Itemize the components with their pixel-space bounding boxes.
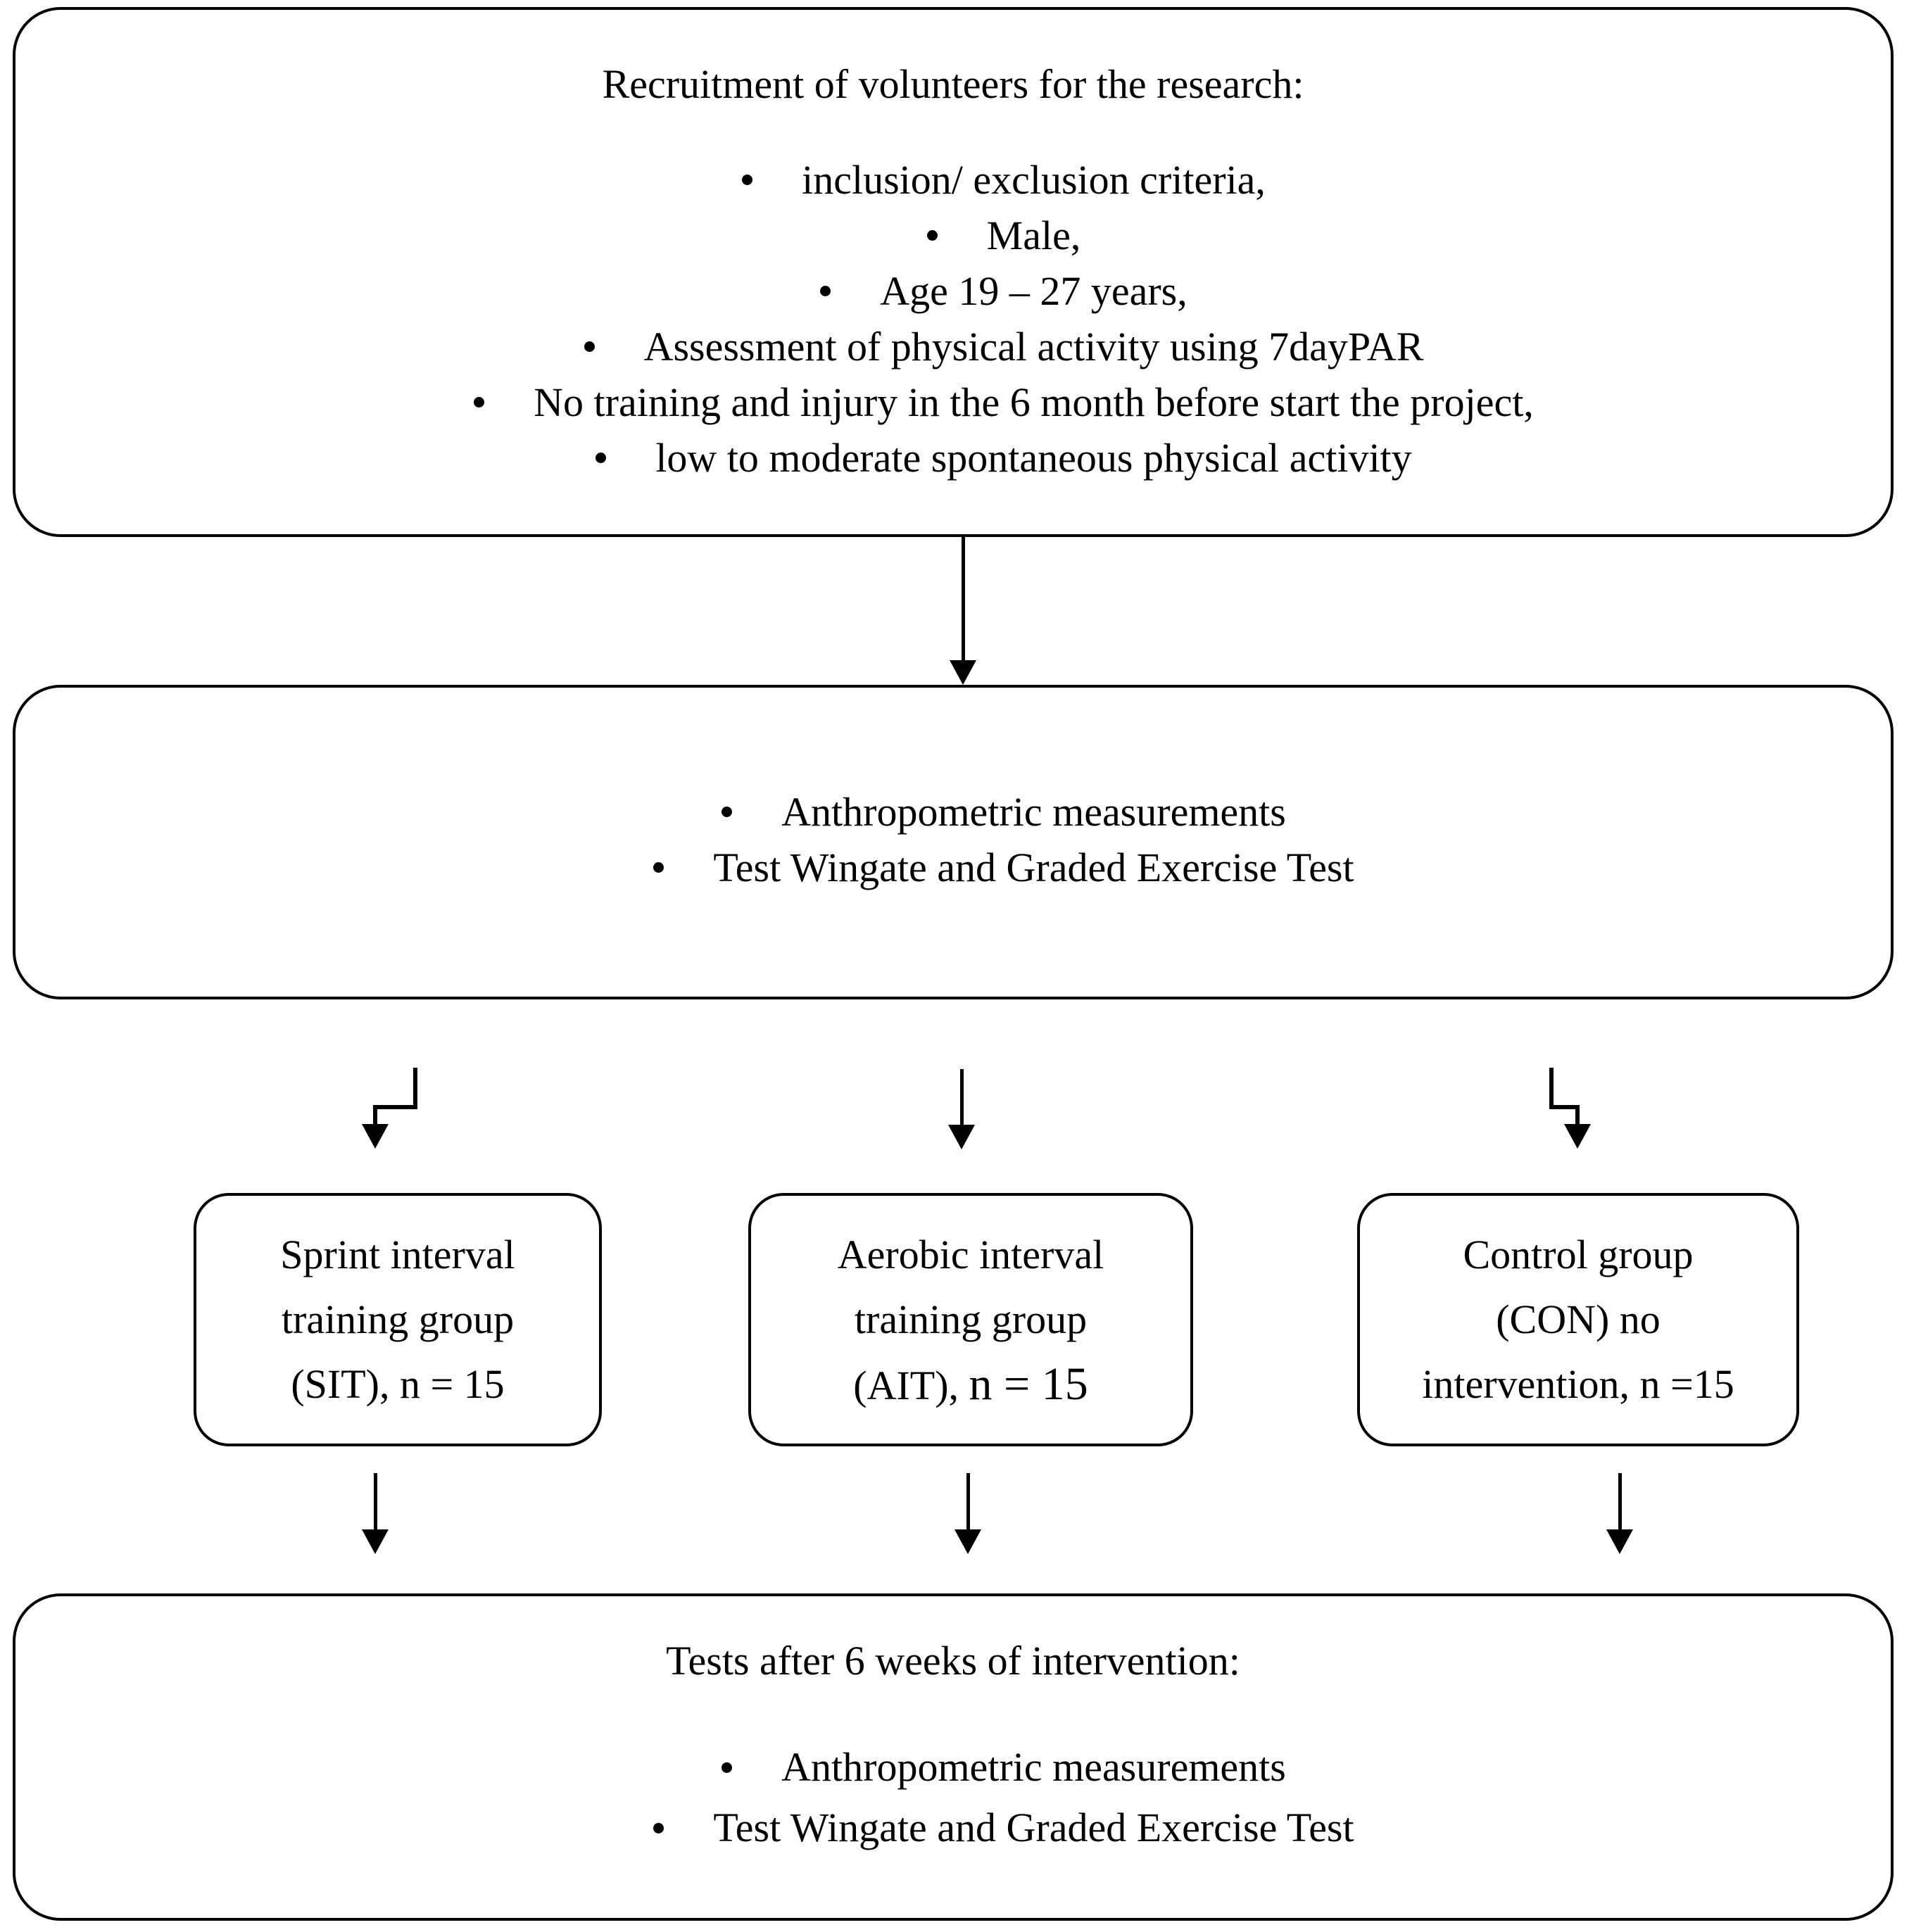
list-item: Assessment of physical activity using 7d… [117, 319, 1891, 374]
list-item: Test Wingate and Graded Exercise Test [117, 840, 1891, 895]
list-item: No training and injury in the 6 month be… [117, 374, 1891, 430]
list-item: Age 19 – 27 years, [117, 263, 1891, 319]
list-item-text: Age 19 – 27 years, [880, 268, 1187, 314]
bullet-icon [474, 397, 485, 408]
list-item: Test Wingate and Graded Exercise Test [117, 1798, 1891, 1858]
list-item-text: Test Wingate and Graded Exercise Test [713, 845, 1354, 890]
bullet-icon [653, 1822, 664, 1833]
ait-group-text: Aerobic interval training group (AIT), n… [751, 1196, 1190, 1444]
list-item-text: Anthropometric measurements [781, 1744, 1286, 1790]
group-line: intervention, n =15 [1422, 1361, 1734, 1407]
bullet-icon [596, 453, 607, 463]
list-item-text: inclusion/ exclusion criteria, [802, 157, 1266, 203]
bullet-icon [722, 1762, 733, 1773]
list-item: inclusion/ exclusion criteria, [117, 152, 1891, 208]
list-item-text: low to moderate spontaneous physical act… [655, 435, 1412, 481]
group-line: Aerobic interval [837, 1232, 1104, 1277]
baseline-tests-box: Anthropometric measurements Test Wingate… [13, 685, 1894, 999]
bullet-icon [742, 175, 753, 185]
list-item: Anthropometric measurements [117, 1737, 1891, 1798]
sit-group-text: Sprint interval training group (SIT), n … [196, 1196, 599, 1444]
con-group-box: Control group (CON) no intervention, n =… [1357, 1193, 1799, 1446]
sit-group-box: Sprint interval training group (SIT), n … [194, 1193, 602, 1446]
post-bullet-list: Anthropometric measurements Test Wingate… [117, 1737, 1891, 1858]
baseline-bullet-list: Anthropometric measurements Test Wingate… [117, 784, 1891, 895]
group-line: (AIT), n = 15 [853, 1352, 1088, 1417]
group-line-n-value: n = 15 [969, 1358, 1088, 1410]
group-line: (CON) no [1496, 1296, 1661, 1342]
list-item-text: Assessment of physical activity using 7d… [643, 324, 1424, 370]
list-item: Anthropometric measurements [117, 784, 1891, 840]
group-line: training group [281, 1296, 515, 1342]
recruitment-box: Recruitment of volunteers for the resear… [13, 7, 1894, 537]
bullet-icon [722, 807, 733, 817]
bullet-icon [926, 230, 938, 241]
list-item-text: Anthropometric measurements [781, 789, 1286, 835]
group-line: (SIT), n = 15 [291, 1361, 505, 1407]
list-item-text: Male, [986, 213, 1081, 258]
group-line: training group [854, 1296, 1088, 1342]
list-item: low to moderate spontaneous physical act… [117, 430, 1891, 486]
list-item-text: Test Wingate and Graded Exercise Test [713, 1805, 1354, 1850]
group-line: Control group [1463, 1232, 1694, 1277]
list-item-text: No training and injury in the 6 month be… [534, 379, 1534, 425]
group-line: Sprint interval [280, 1232, 515, 1277]
bullet-icon [820, 286, 831, 296]
recruitment-title: Recruitment of volunteers for the resear… [602, 61, 1304, 107]
post-tests-box: Tests after 6 weeks of intervention: Ant… [13, 1593, 1894, 1921]
recruitment-bullet-list: inclusion/ exclusion criteria, Male, Age… [117, 152, 1891, 486]
con-group-text: Control group (CON) no intervention, n =… [1360, 1196, 1796, 1444]
group-line-prefix: (AIT), [853, 1363, 969, 1408]
ait-group-box: Aerobic interval training group (AIT), n… [748, 1193, 1193, 1446]
bullet-icon [584, 341, 595, 352]
list-item: Male, [117, 208, 1891, 263]
bullet-icon [653, 862, 664, 873]
post-tests-title: Tests after 6 weeks of intervention: [666, 1638, 1240, 1684]
